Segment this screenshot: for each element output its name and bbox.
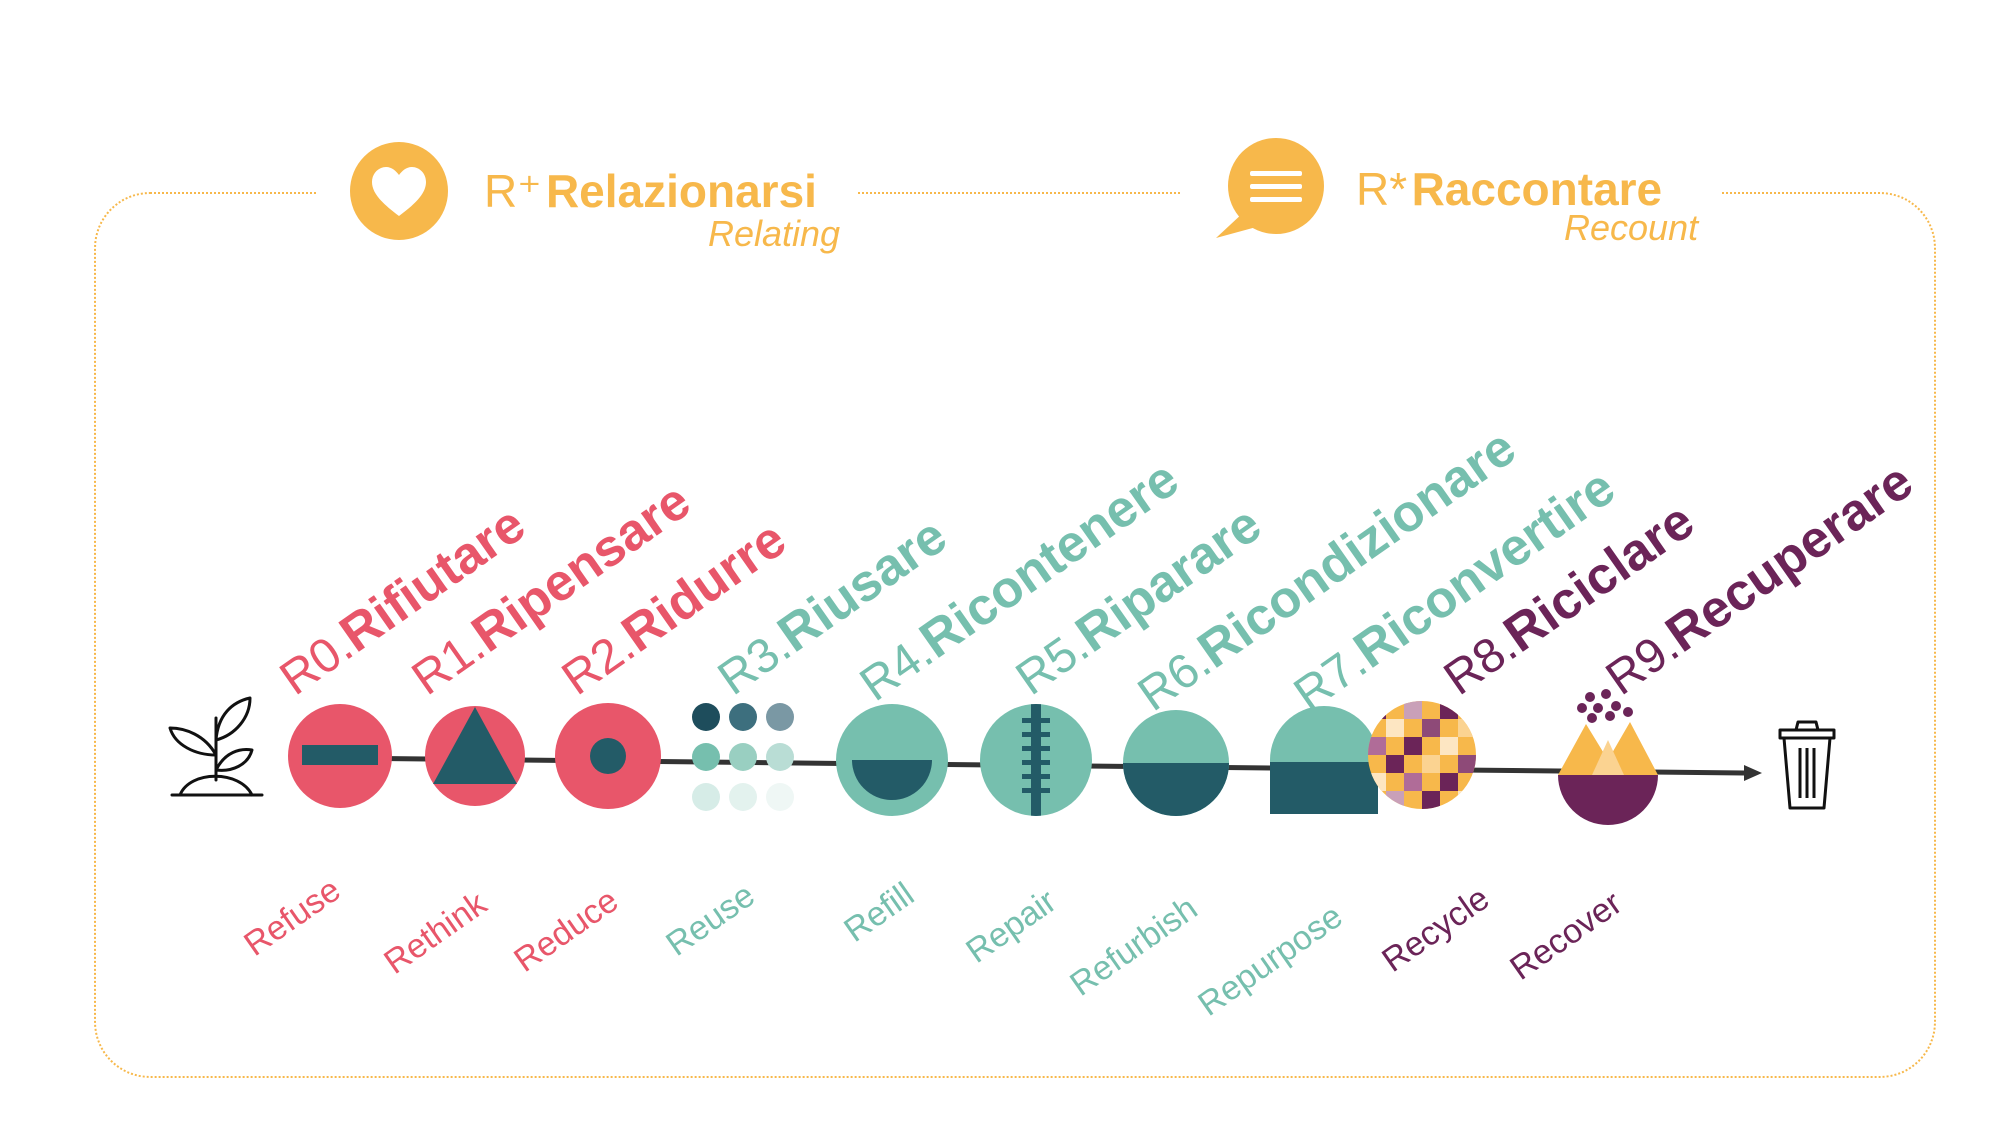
dot-grid-icon [692, 703, 794, 811]
fire-bowl-icon [1558, 689, 1658, 825]
relating-title: R⁺ Relazionarsi [484, 168, 817, 214]
heart-icon [350, 142, 448, 245]
plant-sprout-icon [168, 696, 264, 797]
bowl-circle-icon [836, 704, 948, 816]
checker-circle-icon [1368, 701, 1476, 809]
recount-name: Raccontare [1411, 163, 1663, 215]
speech-bubble-icon [1210, 138, 1330, 247]
frame-gap-recount [1180, 188, 1720, 196]
half-circle-icon [1123, 710, 1229, 816]
trash-bin-icon [1778, 720, 1836, 810]
triangle-circle-icon [425, 706, 525, 806]
recount-title: R* Raccontare [1356, 166, 1662, 212]
recount-subtitle: Recount [1564, 207, 1699, 248]
frame-gap-relating [318, 188, 858, 196]
relating-name: Relazionarsi [545, 165, 817, 217]
relating-prefix: R⁺ [484, 165, 542, 217]
arch-block-icon [1270, 706, 1378, 814]
zipper-circle-icon [980, 704, 1092, 816]
timeline-arrowhead [1744, 765, 1762, 781]
recount-prefix: R* [1356, 163, 1408, 215]
dot-circle-icon [555, 703, 661, 809]
diagram-frame [94, 192, 1936, 1078]
minus-circle-icon [288, 704, 392, 808]
relating-subtitle: Relating [708, 213, 841, 254]
